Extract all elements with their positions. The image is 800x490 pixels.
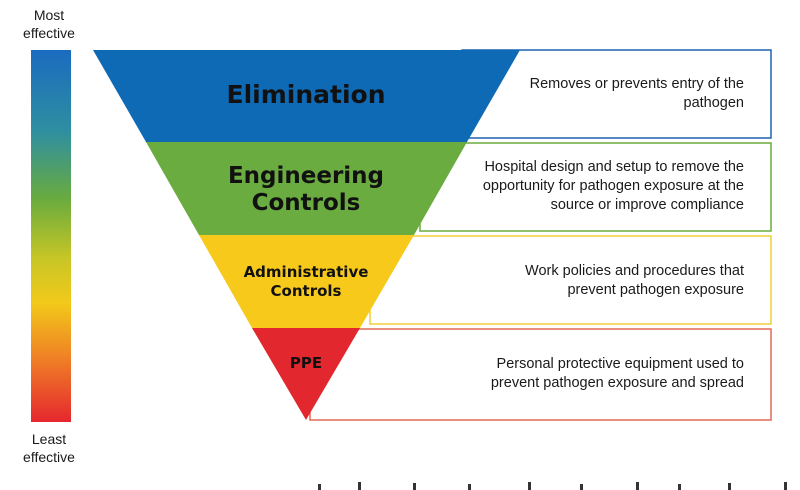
level-ppe-box [309,328,772,421]
level-ppe-title: PPE [289,354,323,372]
level-elimination-title: Elimination [226,80,386,109]
level-administrative-title-text: Administrative Controls [243,263,369,300]
level-engineering-title: Engineering Controls [196,163,416,217]
scale-bottom-label: Least effective [23,431,75,465]
level-elimination-description: Removes or prevents entry of the pathoge… [529,76,744,111]
cropped-caption-glyph-tops [318,482,787,490]
level-engineering-box [419,142,772,232]
effectiveness-scale-bar [31,50,71,422]
level-elimination-band [93,50,520,142]
level-engineering-band [146,142,467,235]
level-elimination-box [461,49,772,139]
level-engineering-description: Hospital design and setup to remove the … [482,159,744,213]
level-ppe-band [252,328,360,420]
scale-top-label: Most effective [23,7,75,41]
cropped-caption-fragment [318,476,800,490]
level-administrative-description: Work policies and procedures that preven… [525,263,744,298]
level-ppe-description: Personal protective equipment used to pr… [490,356,744,391]
level-administrative-title: Administrative Controls [216,263,396,301]
level-administrative-box [369,235,772,325]
level-engineering-title-text: Engineering Controls [227,163,385,216]
level-administrative-band [199,235,414,328]
